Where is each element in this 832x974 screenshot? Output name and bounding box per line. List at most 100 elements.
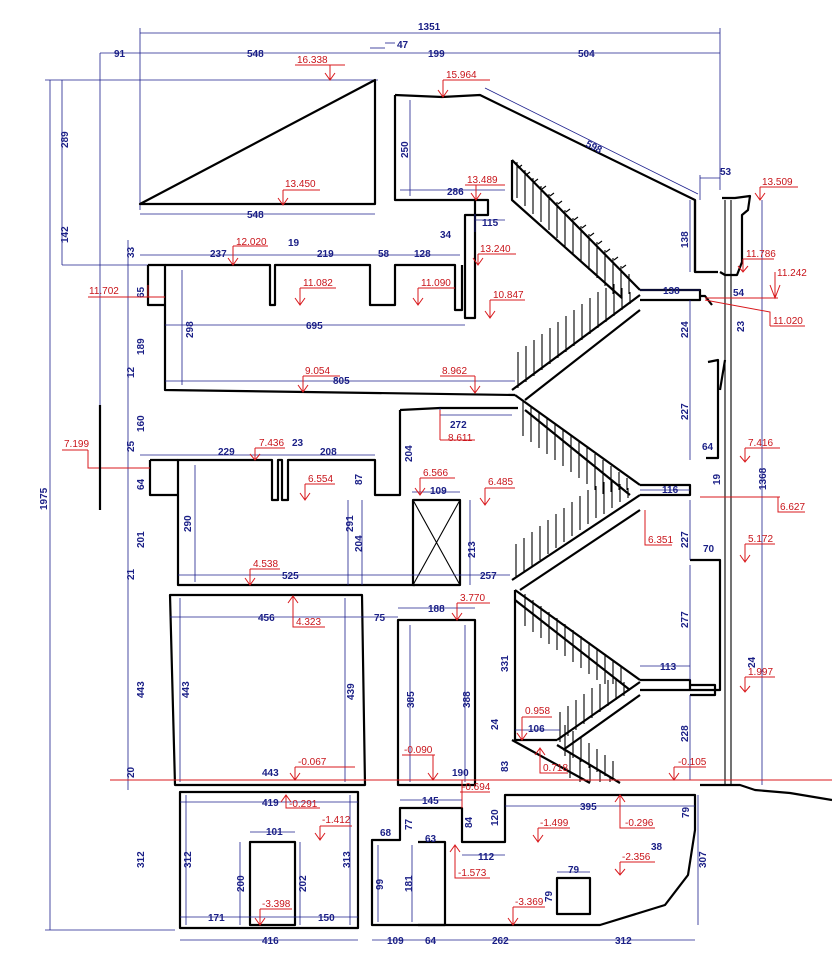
svg-text:9.054: 9.054 — [305, 366, 330, 377]
dim-b-63: 63 — [425, 834, 437, 845]
dim-left-offset: 91 — [114, 49, 126, 60]
dim-notch-34: 34 — [440, 230, 452, 241]
dim-b-202: 202 — [298, 875, 309, 892]
dim-f1-19: 19 — [712, 473, 723, 485]
dim-b-313: 313 — [342, 851, 353, 868]
dim-f2-19: 19 — [288, 238, 300, 249]
level-marker: -2.356 — [614, 852, 655, 876]
svg-text:16.338: 16.338 — [297, 55, 328, 66]
dim-f1-208: 208 — [320, 447, 337, 458]
svg-text:-1.573: -1.573 — [458, 868, 487, 879]
dim-f1-23: 23 — [292, 438, 304, 449]
svg-text:13.240: 13.240 — [480, 244, 511, 255]
svg-text:12.020: 12.020 — [236, 237, 267, 248]
dim-f2-224: 224 — [680, 321, 691, 338]
dim-right-53: 53 — [720, 167, 732, 178]
dim-b-419: 419 — [262, 798, 279, 809]
svg-text:11.702: 11.702 — [89, 286, 119, 297]
dim-g-439: 439 — [346, 683, 357, 700]
staircase — [510, 159, 702, 784]
svg-text:11.020: 11.020 — [773, 316, 803, 327]
dim-right-54: 54 — [733, 288, 745, 299]
dim-b-307: 307 — [698, 851, 709, 868]
svg-text:-0.105: -0.105 — [678, 757, 707, 768]
dim-f1-272: 272 — [450, 420, 467, 431]
dim-overall-width: 1351 — [418, 22, 441, 33]
dim-b-150: 150 — [318, 913, 335, 924]
svg-text:8.611: 8.611 — [448, 433, 473, 444]
dim-f1-204b: 204 — [354, 535, 365, 552]
overall-dimension-lines — [45, 28, 763, 931]
dim-g-75: 75 — [374, 613, 386, 624]
dim-right-23: 23 — [736, 320, 747, 332]
svg-text:3.770: 3.770 — [460, 593, 485, 604]
dim-f1-290: 290 — [183, 515, 194, 532]
dim-f1-25: 25 — [126, 440, 137, 452]
dim-b-77: 77 — [404, 818, 415, 830]
dim-f2-58: 58 — [378, 249, 390, 260]
svg-text:7.416: 7.416 — [748, 438, 773, 449]
dim-right-top-width: 504 — [578, 49, 595, 60]
level-marker: 0.718 — [534, 747, 568, 774]
dim-b-38: 38 — [651, 842, 663, 853]
level-marker: 11.242 — [705, 268, 807, 300]
dim-f1-64r: 64 — [702, 442, 714, 453]
dim-b-120: 120 — [490, 809, 501, 826]
svg-text:11.090: 11.090 — [421, 278, 451, 289]
svg-text:-1.412: -1.412 — [322, 815, 351, 826]
dim-f1-227b: 227 — [680, 531, 691, 548]
dim-f2-695: 695 — [306, 321, 323, 332]
dim-f1-229: 229 — [218, 447, 235, 458]
dim-g-331: 331 — [500, 655, 511, 672]
level-markers: 16.338 15.964 13.450 13.489 13.509 13.24… — [62, 55, 807, 926]
level-marker: -3.398 — [254, 899, 292, 926]
dim-g-24r: 24 — [747, 656, 758, 668]
dim-top-gap: 142 — [60, 226, 71, 243]
level-marker: 4.538 — [244, 559, 280, 586]
dim-f1-160: 160 — [136, 415, 147, 432]
dim-f2-128: 128 — [414, 249, 431, 260]
svg-text:4.538: 4.538 — [253, 559, 278, 570]
dim-b-84: 84 — [464, 816, 475, 828]
svg-text:7.436: 7.436 — [259, 438, 284, 449]
dim-right-height: 1368 — [758, 467, 769, 490]
svg-text:15.964: 15.964 — [446, 70, 477, 81]
svg-text:13.509: 13.509 — [762, 177, 793, 188]
level-marker: 6.627 — [700, 496, 805, 513]
svg-text:11.082: 11.082 — [303, 278, 333, 289]
level-marker: 11.786 — [737, 249, 776, 273]
level-marker: -0.694 — [460, 780, 491, 808]
dim-g-83: 83 — [500, 760, 511, 772]
svg-text:5.172: 5.172 — [748, 534, 773, 545]
dim-right-138a: 138 — [680, 231, 691, 248]
dim-f2-12: 12 — [126, 366, 137, 378]
floor-1: 272 160 25 229 23 208 64 204 87 109 116 … — [126, 406, 723, 587]
svg-text:6.566: 6.566 — [423, 468, 448, 479]
dim-f1-291: 291 — [345, 515, 356, 532]
dim-f1-21: 21 — [126, 568, 137, 580]
level-marker: 11.090 — [412, 278, 455, 306]
svg-text:4.323: 4.323 — [296, 617, 321, 628]
dim-b-101: 101 — [266, 827, 283, 838]
level-marker: 13.450 — [277, 179, 320, 206]
level-marker: 7.199 — [62, 439, 150, 469]
svg-text:0.718: 0.718 — [543, 763, 568, 774]
floor-2: 33 237 19 219 58 128 65 298 695 189 12 8… — [126, 238, 691, 460]
svg-text:6.485: 6.485 — [488, 477, 513, 488]
level-marker: 16.338 — [295, 55, 345, 81]
dim-f1-116: 116 — [662, 485, 679, 496]
level-marker: 5.172 — [739, 534, 775, 563]
dim-b-112: 112 — [478, 852, 495, 863]
dim-small-gap: 47 — [397, 40, 409, 51]
dim-f1-64: 64 — [136, 478, 147, 490]
basement: 419 145 395 79 68 77 84 120 101 63 112 3… — [136, 790, 709, 947]
svg-text:-3.369: -3.369 — [515, 897, 544, 908]
svg-text:-0.694: -0.694 — [462, 782, 491, 793]
dim-g-228: 228 — [680, 725, 691, 742]
dim-b-171: 171 — [208, 913, 225, 924]
dim-top-core-width: 286 — [447, 187, 464, 198]
level-marker: 15.964 — [437, 70, 490, 98]
dim-core-height: 250 — [400, 141, 411, 158]
level-marker: 13.489 — [465, 175, 505, 201]
dim-f2-65: 65 — [136, 286, 147, 298]
